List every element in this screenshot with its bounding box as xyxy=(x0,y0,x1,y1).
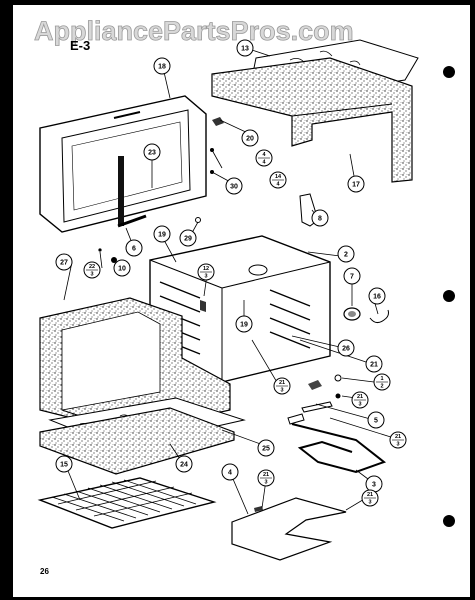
svg-text:4: 4 xyxy=(228,470,232,477)
light-wire xyxy=(369,309,389,324)
page-number: 26 xyxy=(40,567,49,576)
fraction-21-3-c: 21 3 xyxy=(389,431,407,449)
binder-hole-bottom xyxy=(443,515,455,527)
callout-23 xyxy=(143,143,161,161)
fraction-21-3-e: 21 3 xyxy=(361,489,379,507)
svg-text:25: 25 xyxy=(262,446,270,453)
callout-17 xyxy=(347,175,365,193)
svg-text:3: 3 xyxy=(264,480,267,486)
svg-text:2: 2 xyxy=(380,384,383,390)
outer-wrapper-cover xyxy=(211,57,413,183)
svg-text:29: 29 xyxy=(184,236,192,243)
svg-text:3: 3 xyxy=(396,442,399,448)
callout-27 xyxy=(55,253,73,271)
svg-text:4: 4 xyxy=(276,182,280,188)
callout-4 xyxy=(221,463,239,481)
svg-text:17: 17 xyxy=(352,182,360,189)
fraction-callouts: 4 4 14 4 22 3 12 3 xyxy=(83,149,407,507)
svg-text:3: 3 xyxy=(280,388,283,394)
callout-7 xyxy=(343,267,361,285)
svg-text:1: 1 xyxy=(380,376,383,382)
callout-6 xyxy=(125,239,143,257)
callout-5 xyxy=(367,411,385,429)
svg-text:21: 21 xyxy=(367,492,373,498)
svg-text:27: 27 xyxy=(60,260,68,267)
svg-text:23: 23 xyxy=(148,150,156,157)
svg-text:21: 21 xyxy=(395,434,401,440)
fraction-21-3-b: 21 3 xyxy=(351,391,369,409)
callout-20 xyxy=(241,129,259,147)
svg-text:16: 16 xyxy=(373,294,381,301)
callout-8 xyxy=(311,209,329,227)
callout-30 xyxy=(225,177,243,195)
svg-text:21: 21 xyxy=(370,362,378,369)
door-window xyxy=(61,109,191,223)
svg-text:24: 24 xyxy=(180,462,188,469)
callout-29 xyxy=(179,229,197,247)
svg-text:5: 5 xyxy=(374,418,378,425)
svg-text:2: 2 xyxy=(344,252,348,259)
svg-text:21: 21 xyxy=(357,394,363,400)
svg-text:3: 3 xyxy=(372,482,376,489)
svg-text:3: 3 xyxy=(368,500,371,506)
svg-text:30: 30 xyxy=(230,184,238,191)
callout-markers: 13 18 17 20 23 30 8 6 29 19 2 27 xyxy=(55,39,386,493)
bottom-panel xyxy=(39,407,235,475)
svg-text:3: 3 xyxy=(204,274,207,280)
binder-hole-middle xyxy=(443,290,455,302)
watermark-text: AppliancePartsPros.com xyxy=(34,16,354,46)
svg-text:10: 10 xyxy=(118,266,126,273)
svg-text:3: 3 xyxy=(90,272,93,278)
fraction-1-2: 1 2 xyxy=(373,373,391,391)
fraction-21-3-d: 21 3 xyxy=(257,469,275,487)
callout-15 xyxy=(55,455,73,473)
bottom-baffle xyxy=(231,497,347,561)
binder-hole-top xyxy=(443,66,455,78)
callout-24 xyxy=(175,455,193,473)
fraction-12-3: 12 3 xyxy=(197,263,215,281)
callout-21 xyxy=(365,355,383,373)
svg-text:13: 13 xyxy=(241,46,249,53)
svg-text:15: 15 xyxy=(60,462,68,469)
diagram-code: E-3 xyxy=(70,38,90,53)
callout-26 xyxy=(337,339,355,357)
svg-text:4: 4 xyxy=(262,152,266,158)
svg-text:22: 22 xyxy=(89,264,95,270)
svg-text:6: 6 xyxy=(132,246,136,253)
fraction-14-4: 14 4 xyxy=(269,171,287,189)
callout-16 xyxy=(368,287,386,305)
svg-text:12: 12 xyxy=(203,266,209,272)
fraction-21-3-a: 21 3 xyxy=(273,377,291,395)
svg-text:26: 26 xyxy=(342,346,350,353)
callout-10 xyxy=(113,259,131,277)
fraction-4-4: 4 4 xyxy=(255,149,273,167)
svg-text:19: 19 xyxy=(240,322,248,329)
callout-13 xyxy=(236,39,254,57)
svg-text:21: 21 xyxy=(279,380,285,386)
svg-text:14: 14 xyxy=(275,174,282,180)
svg-text:7: 7 xyxy=(350,274,354,281)
fraction-22-3: 22 3 xyxy=(83,261,101,279)
svg-text:21: 21 xyxy=(263,472,269,478)
callout-19-upper xyxy=(153,225,171,243)
svg-text:4: 4 xyxy=(262,160,266,166)
svg-text:19: 19 xyxy=(158,232,166,239)
oven-rack xyxy=(37,477,217,529)
door-handle xyxy=(118,156,124,226)
bake-element xyxy=(291,423,387,474)
callout-19-lower xyxy=(235,315,253,333)
callout-18 xyxy=(153,57,171,75)
callout-25 xyxy=(257,439,275,457)
svg-text:20: 20 xyxy=(246,136,254,143)
svg-text:18: 18 xyxy=(158,64,166,71)
svg-text:3: 3 xyxy=(358,402,361,408)
svg-text:8: 8 xyxy=(318,216,322,223)
callout-2 xyxy=(337,245,355,263)
rack-supports-right xyxy=(269,289,311,349)
